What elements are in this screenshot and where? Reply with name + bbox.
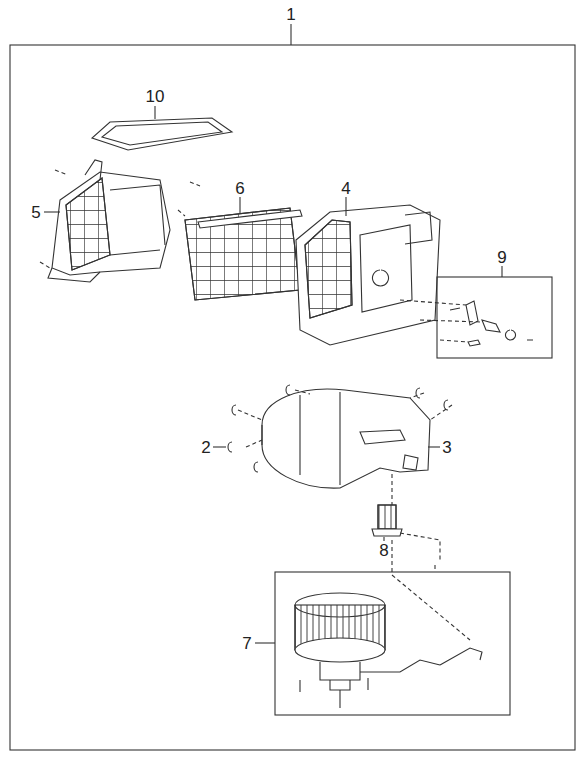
callout-number: 5 <box>30 204 41 221</box>
blower-case <box>262 389 430 488</box>
filter <box>185 208 302 300</box>
callout-number: 10 <box>145 88 166 105</box>
callout-number: 2 <box>200 439 211 456</box>
callout-number: 7 <box>241 635 252 652</box>
blower-motor <box>295 540 482 708</box>
motor-box <box>275 572 510 715</box>
actuator-parts <box>400 300 533 346</box>
gasket <box>92 118 232 150</box>
actuator-kit-box <box>437 277 552 358</box>
callout-number: 1 <box>285 6 296 23</box>
callout-number: 6 <box>234 180 245 197</box>
callout-number: 8 <box>378 542 389 559</box>
callout-number: 3 <box>441 439 452 456</box>
clips <box>228 385 452 472</box>
resistor <box>372 505 402 536</box>
housing <box>296 205 440 345</box>
callout-number: 9 <box>496 249 507 266</box>
assembly-frame <box>10 45 575 750</box>
intake-case <box>48 160 170 282</box>
callout-number: 4 <box>340 180 351 197</box>
